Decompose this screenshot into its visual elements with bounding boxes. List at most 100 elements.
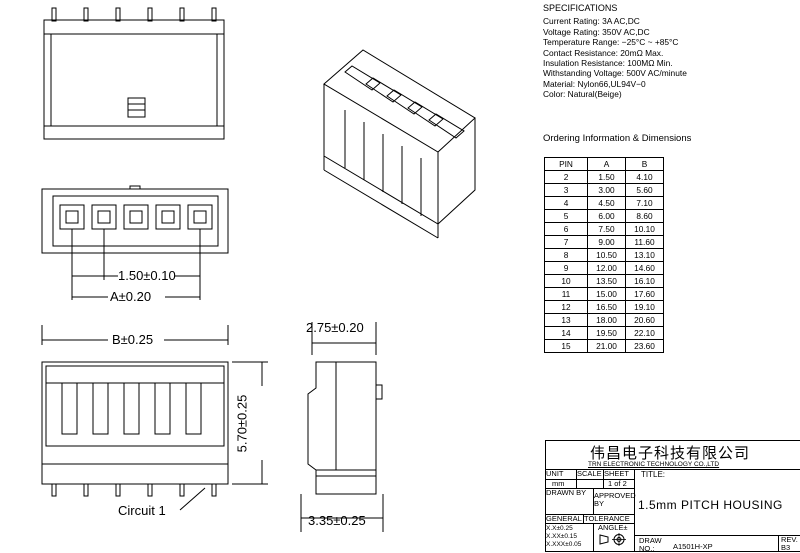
company-name-cn: 伟昌电子科技有限公司 bbox=[590, 444, 751, 462]
spec-line: Temperature Range: −25°C ~ +85°C bbox=[543, 37, 679, 48]
spec-line: Material: Nylon66,UL94V−0 bbox=[543, 78, 646, 89]
table-cell: 4.10 bbox=[625, 170, 664, 184]
col-b: B bbox=[625, 157, 664, 171]
table-cell: 6 bbox=[544, 222, 588, 236]
approved-by: APPROVED BY bbox=[594, 489, 636, 515]
table-cell: 20.60 bbox=[625, 313, 664, 327]
table-cell: 15 bbox=[544, 339, 588, 353]
table-cell: 4.50 bbox=[587, 196, 626, 210]
depth-dimension: 2.75±0.20 bbox=[306, 320, 364, 335]
table-cell: 1.50 bbox=[587, 170, 626, 184]
circuit-label: Circuit 1 bbox=[118, 503, 166, 518]
table-cell: 22.10 bbox=[625, 326, 664, 340]
table-cell: 3.00 bbox=[587, 183, 626, 197]
col-a: A bbox=[587, 157, 626, 171]
top-pins bbox=[51, 7, 217, 22]
table-cell: 13 bbox=[544, 313, 588, 327]
contact-cavities bbox=[59, 204, 213, 230]
table-cell: 21.00 bbox=[587, 339, 626, 353]
table-cell: 11.60 bbox=[625, 235, 664, 249]
scale-label: SCALE bbox=[577, 470, 604, 480]
col-pin: PIN bbox=[544, 157, 588, 171]
table-cell: 5 bbox=[544, 209, 588, 223]
spec-line: Withstanding Voltage: 500V AC/minute bbox=[543, 68, 687, 79]
table-cell: 7.50 bbox=[587, 222, 626, 236]
base-dimension: 3.35±0.25 bbox=[308, 513, 366, 528]
table-cell: 7 bbox=[544, 235, 588, 249]
projection-icon bbox=[599, 533, 626, 546]
height-dimension: 5.70±0.25 bbox=[234, 394, 250, 453]
rev-cell: REV. B3 bbox=[779, 536, 800, 552]
unit-label: UNIT bbox=[546, 470, 577, 480]
table-cell: 6.00 bbox=[587, 209, 626, 223]
table-cell: 16.10 bbox=[625, 274, 664, 288]
table-cell: 15.00 bbox=[587, 287, 626, 301]
spec-line: Current Rating: 3A AC,DC bbox=[543, 16, 640, 27]
side-front-view bbox=[41, 325, 268, 511]
table-cell: 11 bbox=[544, 287, 588, 301]
sheet-value: 1 of 2 bbox=[604, 480, 635, 489]
table-cell: 12.00 bbox=[587, 261, 626, 275]
table-cell: 16.50 bbox=[587, 300, 626, 314]
table-cell: 10.50 bbox=[587, 248, 626, 262]
sheet-label: SHEET bbox=[604, 470, 635, 480]
table-cell: 23.60 bbox=[625, 339, 664, 353]
plan-view bbox=[41, 185, 229, 300]
table-cell: 8 bbox=[544, 248, 588, 262]
title-label: TITLE: bbox=[641, 470, 666, 479]
isometric-view bbox=[323, 49, 476, 239]
spec-line: Color: Natural(Beige) bbox=[543, 89, 622, 100]
drawn-by: DRAWN BY bbox=[546, 489, 594, 515]
table-cell: 13.50 bbox=[587, 274, 626, 288]
angle-label: ANGLE± bbox=[598, 523, 628, 532]
ordering-heading: Ordering Information & Dimensions bbox=[543, 133, 692, 144]
table-cell: 14 bbox=[544, 326, 588, 340]
tol-line: X.XXX±0.05 bbox=[546, 541, 582, 548]
table-cell: 10.10 bbox=[625, 222, 664, 236]
front-view bbox=[43, 7, 225, 140]
table-cell: 19.50 bbox=[587, 326, 626, 340]
table-cell: 17.60 bbox=[625, 287, 664, 301]
specifications-heading: SPECIFICATIONS bbox=[543, 3, 618, 13]
table-cell: 4 bbox=[544, 196, 588, 210]
draw-no-label: DRAW NO.: bbox=[639, 536, 662, 553]
table-cell: 12 bbox=[544, 300, 588, 314]
table-cell: 3 bbox=[544, 183, 588, 197]
rev-label: REV. bbox=[781, 535, 798, 544]
unit-value: mm bbox=[546, 480, 577, 489]
tol-line: X.X±0.25 bbox=[546, 525, 573, 532]
b-dimension: B±0.25 bbox=[112, 332, 154, 347]
draw-no-value: A1501H-XP bbox=[673, 542, 713, 551]
specifications: SPECIFICATIONS Current Rating: 3A AC,DC … bbox=[543, 3, 793, 100]
bottom-pins bbox=[51, 483, 217, 497]
draw-no-cell: DRAW NO.: A1501H-XP bbox=[635, 536, 779, 553]
spec-line: Voltage Rating: 350V AC,DC bbox=[543, 26, 650, 37]
table-cell: 8.60 bbox=[625, 209, 664, 223]
table-cell: 13.10 bbox=[625, 248, 664, 262]
spec-line: Contact Resistance: 20mΩ Max. bbox=[543, 47, 664, 58]
company-name-en: TRN ELECTRONIC TECHNOLOGY CO.,LTD bbox=[588, 461, 720, 468]
side-profile-view bbox=[300, 322, 384, 532]
general-label: GENERAL bbox=[546, 515, 584, 524]
table-cell: 19.10 bbox=[625, 300, 664, 314]
technical-drawing bbox=[41, 7, 476, 532]
table-header-row: PIN A B bbox=[544, 157, 664, 171]
table-cell: 2 bbox=[544, 170, 588, 184]
tolerance-label: TOLERANCE bbox=[584, 515, 635, 524]
table-cell: 18.00 bbox=[587, 313, 626, 327]
table-cell: 10 bbox=[544, 274, 588, 288]
drawing-title: 1.5mm PITCH HOUSING bbox=[638, 498, 783, 512]
